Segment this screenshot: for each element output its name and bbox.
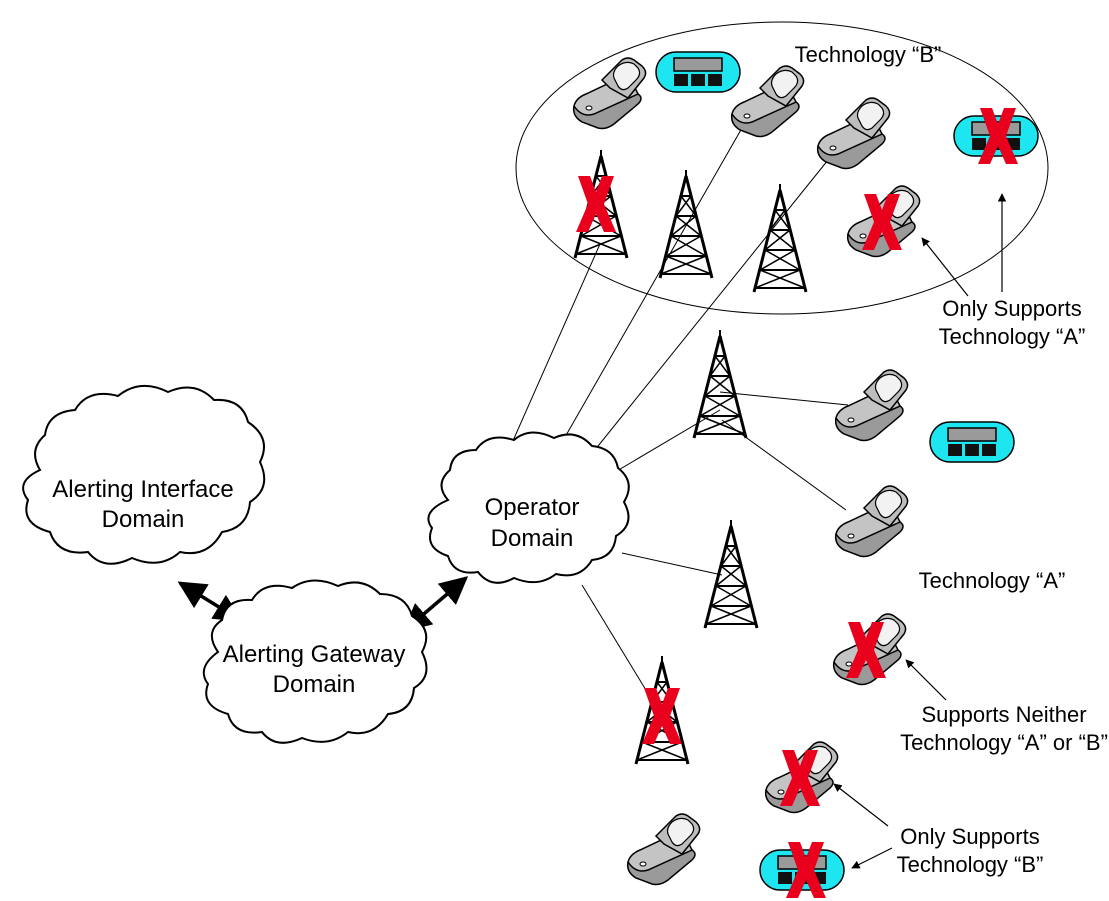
neither-arrow-icon (905, 659, 947, 701)
mobile-phone-icon (626, 813, 701, 886)
supports-neither-line2: Technology “A” or “B” (900, 730, 1108, 755)
interface-cloud-line1: Alerting Interface (52, 476, 233, 503)
cell-tower-icon (703, 518, 759, 630)
cell-tower-icon (658, 168, 714, 280)
mobile-phone-icon (834, 485, 909, 558)
phone-only-supports-b (764, 741, 839, 814)
only-supports-b-line1: Only Supports (900, 824, 1039, 849)
operator-cloud-line1: Operator (485, 494, 580, 521)
cloud-icon (202, 579, 428, 744)
only-a-phone-arrow-icon (921, 237, 969, 297)
operator-domain-cloud: Operator Domain (427, 431, 630, 584)
operator-cloud-line2: Domain (491, 525, 574, 552)
only-supports-b-line2: Technology “B” (897, 852, 1044, 877)
alerting-interface-domain-cloud: Alerting Interface Domain (22, 385, 266, 565)
pager-device-icon (929, 421, 1015, 463)
cloud-icon (22, 385, 266, 565)
cell-tower-a-disabled (634, 654, 690, 766)
supports-neither-line1: Supports Neither (921, 702, 1086, 727)
phone-only-supports-a (846, 185, 921, 258)
technology-a-label: Technology “A” (919, 568, 1066, 593)
cell-tower-icon (752, 182, 808, 294)
red-x-icon (576, 176, 616, 232)
only-supports-a-line1: Only Supports (942, 296, 1081, 321)
cell-tower-icon (692, 328, 748, 440)
pager-only-supports-a (953, 108, 1039, 164)
mobile-phone-icon (816, 97, 891, 170)
cell-tower-b1-disabled (573, 148, 629, 260)
mobile-phone-icon (730, 65, 805, 138)
pager-only-supports-b (759, 842, 845, 898)
pager-device-icon (655, 51, 741, 93)
only-b-pager-arrow-icon (851, 847, 893, 869)
only-b-phone-arrow-icon (833, 783, 889, 827)
gateway-cloud-line2: Domain (273, 671, 356, 698)
cloud-icon (427, 431, 630, 584)
only-supports-a-line2: Technology “A” (939, 324, 1086, 349)
mobile-phone-icon (572, 57, 647, 130)
technology-b-region (515, 21, 1049, 315)
alerting-gateway-domain-cloud: Alerting Gateway Domain (202, 579, 428, 744)
technology-b-label: Technology “B” (795, 42, 942, 67)
phone-supports-neither (832, 613, 907, 686)
gateway-cloud-line1: Alerting Gateway (223, 641, 406, 668)
interface-cloud-line2: Domain (102, 506, 185, 533)
